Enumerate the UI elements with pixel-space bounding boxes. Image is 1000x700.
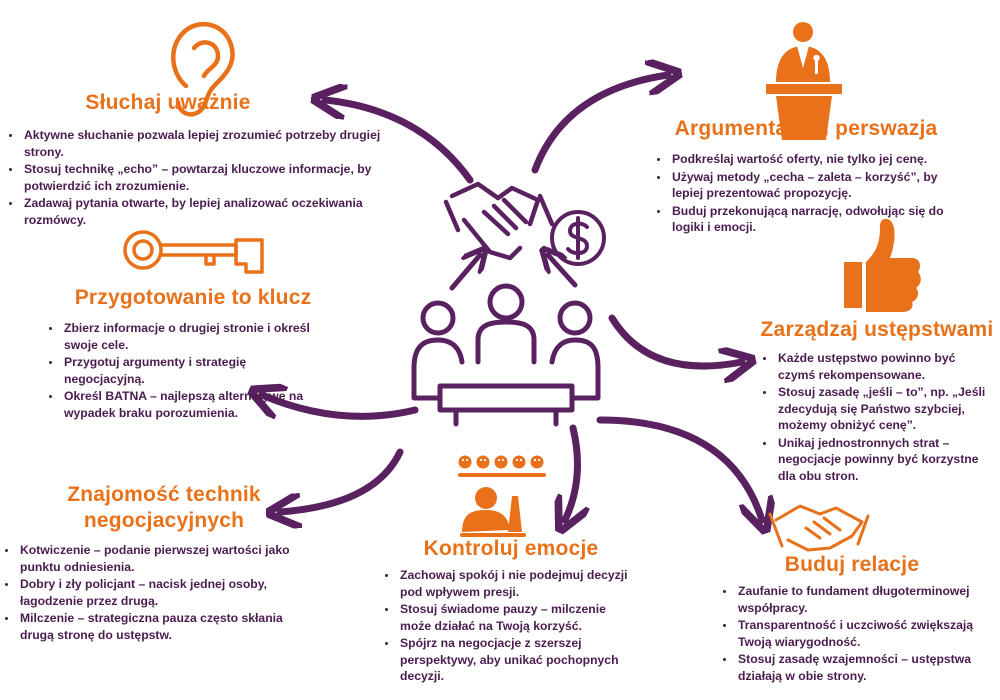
arrow-to-emotions [565, 424, 578, 520]
list-item: Zaufanie to fundament długoterminowej ws… [736, 583, 976, 616]
list-item: Stosuj technikę „echo” – powtarzaj klucz… [22, 161, 388, 194]
list-item: Spójrz na negocjacje z szerszej perspekt… [398, 635, 638, 685]
list-item: Każde ustępstwo powinno być czymś rekomp… [776, 350, 990, 383]
list-item: Kotwiczenie – podanie pierwszej wartości… [18, 542, 304, 575]
list-item: Transparentność i uczciwość zwiększają T… [736, 617, 976, 650]
topic-prepare: Przygotowanie to klucz Zbierz informacje… [38, 286, 348, 422]
topic-title: Słuchaj uważnie [85, 91, 251, 114]
list-item: Stosuj zasadę wzajemności – ustępstwa dz… [736, 651, 976, 684]
key-icon [123, 230, 264, 274]
topic-listen: Słuchaj uważnie Aktywne słuchanie pozwal… [8, 91, 388, 229]
list-item: Podkreślaj wartość oferty, nie tylko jej… [670, 151, 956, 168]
list-item: Dobry i zły policjant – nacisk jednej os… [18, 576, 304, 609]
topic-argument: Argumentacja i perswazja Podkreślaj wart… [656, 117, 956, 237]
topic-points: Podkreślaj wartość oferty, nie tylko jej… [656, 151, 956, 236]
topic-title: Argumentacja i perswazja [674, 117, 938, 140]
handshake-deal-icon [443, 181, 555, 261]
topic-title: Kontroluj emocje [423, 537, 599, 560]
arrow-to-concessions [608, 314, 742, 366]
arrow-up-left [449, 255, 480, 291]
meeting-table-icon [411, 283, 601, 427]
arrow-to-argument [531, 75, 668, 174]
topic-points: Zaufanie to fundament długoterminowej ws… [722, 583, 976, 684]
speaker-podium-icon [766, 22, 842, 140]
topic-points: Aktywne słuchanie pozwala lepiej zrozumi… [8, 127, 388, 228]
list-item: Określ BATNA – najlepszą alternatywę na … [62, 388, 322, 421]
arrow-to-techniques [280, 448, 404, 512]
list-item: Zbierz informacje o drugiej stronie i ok… [62, 320, 322, 353]
list-item: Zachowaj spokój i nie podejmuj decyzji p… [398, 567, 638, 600]
list-item: Zadawaj pytania otwarte, by lepiej anali… [22, 195, 388, 228]
topic-title: Buduj relacje [784, 553, 920, 576]
list-item: Przygotuj argumenty i strategię negocjac… [62, 354, 322, 387]
list-item: Aktywne słuchanie pozwala lepiej zrozumi… [22, 127, 388, 160]
list-item: Milczenie – strategiczna pauza często sk… [18, 610, 304, 643]
topic-title: Przygotowanie to klucz [74, 286, 312, 309]
emotions-icon [458, 455, 546, 537]
topic-title: Znajomość technik negocjacyjnych [67, 483, 261, 532]
topic-relations: Buduj relacje Zaufanie to fundament dług… [722, 553, 982, 685]
topic-points: Zbierz informacje o drugiej stronie i ok… [48, 320, 322, 421]
arrow-to-relations [596, 416, 762, 520]
topic-techniques: Znajomość technik negocjacyjnych Kotwicz… [4, 482, 304, 644]
list-item: Stosuj świadome pauzy – milczenie może d… [398, 601, 638, 634]
handshake-icon [768, 504, 870, 552]
list-item: Używaj metody „cecha – zaleta – korzyść”… [670, 169, 956, 202]
arrow-up-right [548, 255, 578, 288]
arrow-to-prepare [262, 395, 419, 420]
topic-emotions: Kontroluj emocje Zachowaj spokój i nie p… [384, 537, 638, 686]
topic-title: Zarządzaj ustępstwami [760, 318, 994, 341]
ear-icon [171, 21, 235, 117]
topic-points: Kotwiczenie – podanie pierwszej wartości… [4, 542, 304, 643]
topic-concessions: Zarządzaj ustępstwami Każde ustępstwo po… [756, 318, 998, 485]
list-item: Buduj przekonującą narrację, odwołując s… [670, 203, 956, 236]
topic-points: Każde ustępstwo powinno być czymś rekomp… [762, 350, 990, 484]
topic-points: Zachowaj spokój i nie podejmuj decyzji p… [384, 567, 638, 685]
thumbs-up-icon [844, 218, 921, 312]
dollar-coin-icon [550, 210, 606, 266]
list-item: Unikaj jednostronnych strat – negocjacje… [776, 435, 990, 485]
arrow-to-listen [325, 100, 474, 184]
list-item: Stosuj zasadę „jeśli – to”, np. „Jeśli z… [776, 384, 990, 434]
